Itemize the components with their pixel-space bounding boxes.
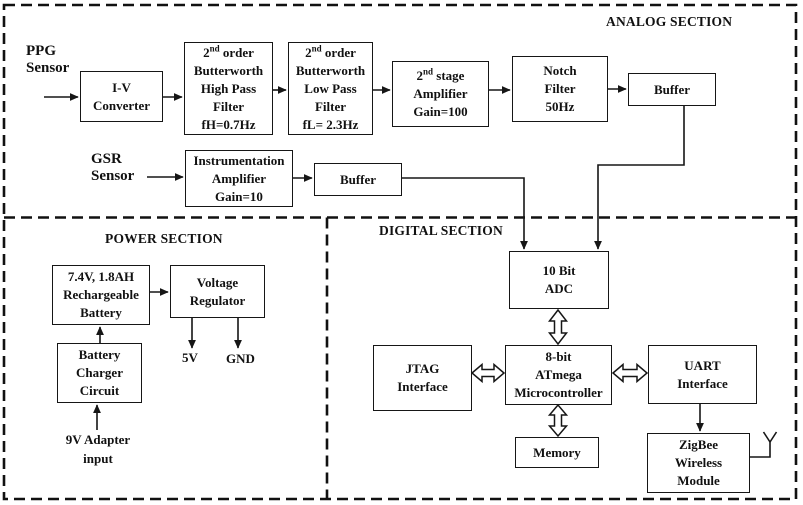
block-label-ordinal: 2nd order [203,44,254,62]
block-jtag-interface: JTAG Interface [373,345,472,411]
block-label: ZigBee Wireless Module [674,437,723,488]
block-high-pass-filter: 2nd order Butterworth High Pass Filter f… [184,42,273,135]
block-label: 8-bit ATmega Microcontroller [514,349,603,400]
block-notch-filter: Notch Filter 50Hz [512,56,608,122]
double-arrow-mcu-uart [611,362,649,384]
ordinal-rest: stage [433,68,465,83]
ordinal-rest: order [219,44,254,60]
digital-section-label: DIGITAL SECTION [379,223,503,238]
block-adc: 10 Bit ADC [509,251,609,309]
block-label: 10 Bit ADC [542,263,576,296]
block-label: Buffer [339,171,377,187]
power-section-label: POWER SECTION [105,231,223,246]
outer-dashed-border [2,3,798,501]
block-second-stage-amplifier: 2nd stage Amplifier Gain=100 [392,61,489,127]
ordinal-rest: order [321,44,356,60]
block-memory: Memory [515,437,599,468]
block-label: Butterworth High Pass Filter fH=0.7Hz [193,62,264,132]
double-arrow-jtag-mcu [470,362,506,384]
ordinal-base: 2 [305,44,312,60]
block-label: Voltage Regulator [189,274,246,308]
ordinal-sup: nd [423,66,434,77]
analog-section-label: ANALOG SECTION [606,14,733,29]
block-label: Memory [533,444,581,460]
block-uart-interface: UART Interface [648,345,757,404]
block-voltage-regulator: Voltage Regulator [170,265,265,318]
double-arrow-adc-mcu [547,308,569,346]
block-label: I-V Converter [92,79,151,113]
block-label: 7.4V, 1.8AH Rechargeable Battery [63,269,139,320]
ordinal-sup: nd [311,43,322,54]
block-buffer-analog: Buffer [628,73,716,106]
block-label: Amplifier Gain=100 [413,86,468,119]
block-instrumentation-amplifier: Instrumentation Amplifier Gain=10 [185,150,293,207]
wire-buffer-to-adc [594,106,685,250]
block-rechargeable-battery: 7.4V, 1.8AH Rechargeable Battery [52,265,150,325]
block-label: Notch Filter 50Hz [543,63,577,114]
wire-gsrbuffer-to-adc [402,177,528,250]
antenna-icon [750,431,778,458]
ordinal-base: 2 [203,44,210,60]
block-label-ordinal: 2nd stage [417,67,465,85]
ordinal-base: 2 [416,68,424,83]
ordinal-sup: nd [209,43,220,54]
block-label: Instrumentation Amplifier Gain=10 [193,152,285,204]
block-microcontroller: 8-bit ATmega Microcontroller [505,345,612,405]
block-zigbee-module: ZigBee Wireless Module [647,433,750,493]
block-label: Butterworth Low Pass Filter fL= 2.3Hz [295,62,366,132]
block-label: Buffer [653,81,691,97]
block-battery-charger: Battery Charger Circuit [57,343,142,403]
block-buffer-gsr: Buffer [314,163,402,196]
ppg-sensor-label: PPG Sensor [26,43,70,76]
double-arrow-mcu-memory [547,403,569,438]
block-label: UART Interface [677,357,728,391]
output-5v-label: 5V [182,350,198,365]
block-label: Battery Charger Circuit [76,347,123,398]
adapter-input-label: 9V Adapter input [65,432,131,466]
block-label: JTAG Interface [397,361,448,394]
block-low-pass-filter: 2nd order Butterworth Low Pass Filter fL… [288,42,373,135]
gsr-sensor-label: GSR Sensor [91,151,135,184]
block-iv-converter: I-V Converter [80,71,163,122]
output-gnd-label: GND [226,351,255,366]
block-label-ordinal: 2nd order [305,44,356,62]
